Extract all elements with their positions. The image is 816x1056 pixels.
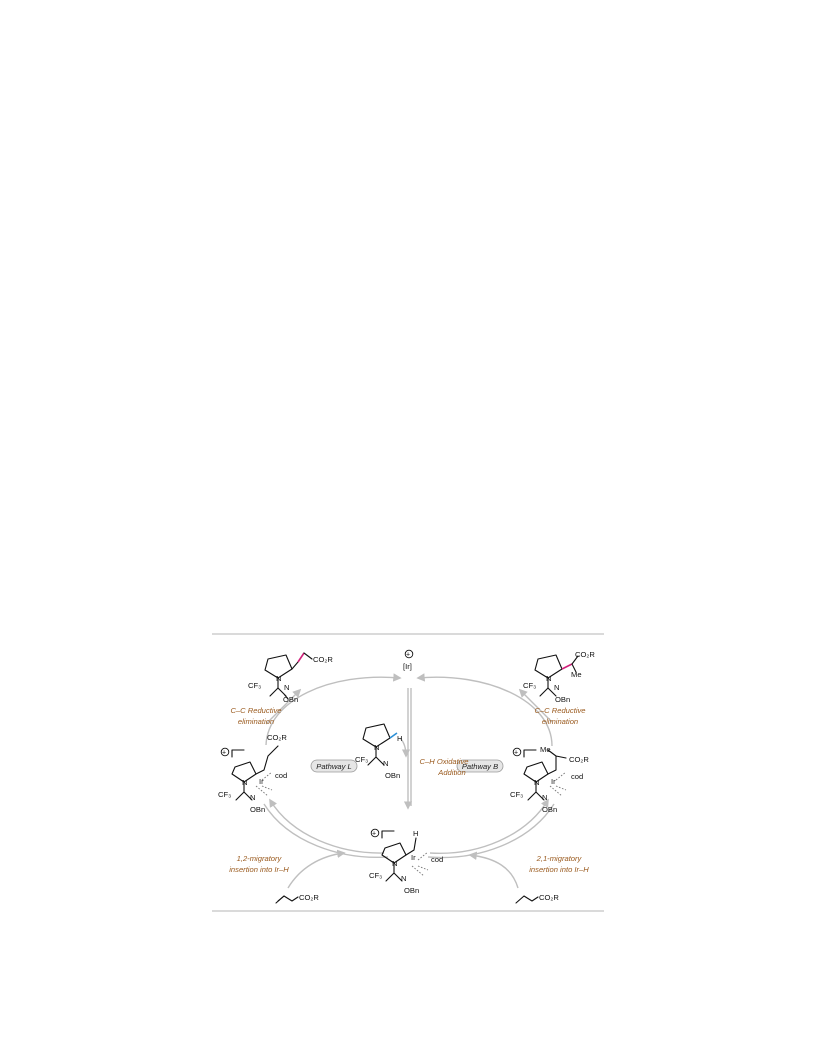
step-left-top-line2: elimination	[238, 717, 274, 726]
arrow-right-product	[518, 688, 553, 723]
cod-label: cod	[431, 855, 443, 864]
co2r-label: CO₂R	[313, 655, 333, 664]
step-left-bottom-line2: insertion into Ir–H	[229, 865, 289, 874]
arrow-right-acrylate	[468, 851, 519, 889]
step-left-top-line1: C–C Reductive	[230, 706, 281, 715]
left-ir-intermediate: + N Ir CO₂R cod CF₃ N OBn	[218, 733, 287, 814]
iridium-catalyst: + [Ir]	[403, 649, 414, 671]
center-ir-hydride: + N Ir H cod CF₃ N OBn	[369, 828, 443, 895]
step-center-line1: C–H Oxidative	[420, 757, 469, 766]
step-right-bottom-line1: 2,1-migratory	[536, 854, 583, 863]
h-label: H	[397, 734, 402, 743]
h-label: H	[413, 829, 418, 838]
step-right-top-line1: C–C Reductive	[534, 706, 585, 715]
n-label: N	[392, 859, 397, 868]
n-label: N	[542, 793, 547, 802]
n-label: N	[401, 874, 406, 883]
step-center-line2: Addition	[437, 768, 465, 777]
plus-sign: +	[514, 750, 518, 757]
obn-label: OBn	[385, 771, 400, 780]
me-label: Me	[540, 745, 551, 754]
substrate: N H CF₃ N OBn	[355, 723, 402, 780]
pathway-l-label: Pathway L	[316, 762, 351, 771]
arrow-left-top	[265, 673, 402, 746]
n-label: N	[242, 778, 247, 787]
arrow-right-bottom-1	[429, 798, 549, 854]
arrow-left-bottom-2	[263, 803, 389, 859]
arrow-left-product	[265, 688, 302, 725]
co2r-label: CO₂R	[267, 733, 287, 742]
arrow-right-top	[416, 673, 553, 747]
pathway-l-badge: Pathway L	[310, 759, 358, 773]
acrylate-left: CO₂R	[275, 893, 319, 904]
n-label: N	[554, 683, 559, 692]
cod-label: cod	[275, 771, 287, 780]
n-label: N	[383, 759, 388, 768]
right-ir-intermediate: + N Ir Me CO₂R cod CF₃ N OBn	[510, 745, 589, 814]
ir-label: Ir	[259, 777, 264, 786]
obn-label: OBn	[250, 805, 265, 814]
pathway-b-badge: Pathway B	[456, 759, 504, 773]
co2r-label: CO₂R	[299, 893, 319, 902]
arrow-right-bottom-2	[427, 803, 555, 859]
n-label: N	[250, 793, 255, 802]
n-label: N	[546, 674, 551, 683]
ir-bracket-label: [Ir]	[403, 662, 412, 671]
obn-label: OBn	[555, 695, 570, 704]
cf3-label: CF₃	[355, 755, 368, 764]
obn-label: OBn	[283, 695, 298, 704]
n-label: N	[534, 778, 539, 787]
me-label: Me	[571, 670, 582, 679]
obn-label: OBn	[542, 805, 557, 814]
step-left-bottom-line1: 1,2-migratory	[237, 854, 283, 863]
arrow-substrate-in	[399, 737, 411, 758]
step-right-bottom-line2: insertion into Ir–H	[529, 865, 589, 874]
n-label: N	[374, 743, 379, 752]
ir-label: Ir	[551, 777, 556, 786]
co2r-label: CO₂R	[539, 893, 559, 902]
plus-sign: +	[222, 750, 226, 757]
ir-label: Ir	[411, 853, 416, 862]
n-label: N	[276, 674, 281, 683]
cf3-label: CF₃	[523, 681, 536, 690]
plus-sign: +	[372, 831, 376, 838]
arrow-left-acrylate	[287, 849, 346, 889]
co2r-label: CO₂R	[575, 650, 595, 659]
product-branched: N CO₂R Me CF₃ N OBn	[523, 650, 595, 704]
cf3-label: CF₃	[369, 871, 382, 880]
pathway-b-label: Pathway B	[462, 762, 498, 771]
cycle-arrows	[263, 673, 555, 889]
product-linear: N CO₂R CF₃ N OBn	[248, 652, 333, 704]
cf3-label: CF₃	[218, 790, 231, 799]
cod-label: cod	[571, 772, 583, 781]
obn-label: OBn	[404, 886, 419, 895]
arrow-left-bottom-1	[269, 798, 385, 854]
plus-sign: +	[406, 652, 410, 659]
acrylate-right: CO₂R	[515, 893, 559, 904]
n-label: N	[284, 683, 289, 692]
cf3-label: CF₃	[510, 790, 523, 799]
co2r-label: CO₂R	[569, 755, 589, 764]
step-right-top-line2: elimination	[542, 717, 578, 726]
cf3-label: CF₃	[248, 681, 261, 690]
